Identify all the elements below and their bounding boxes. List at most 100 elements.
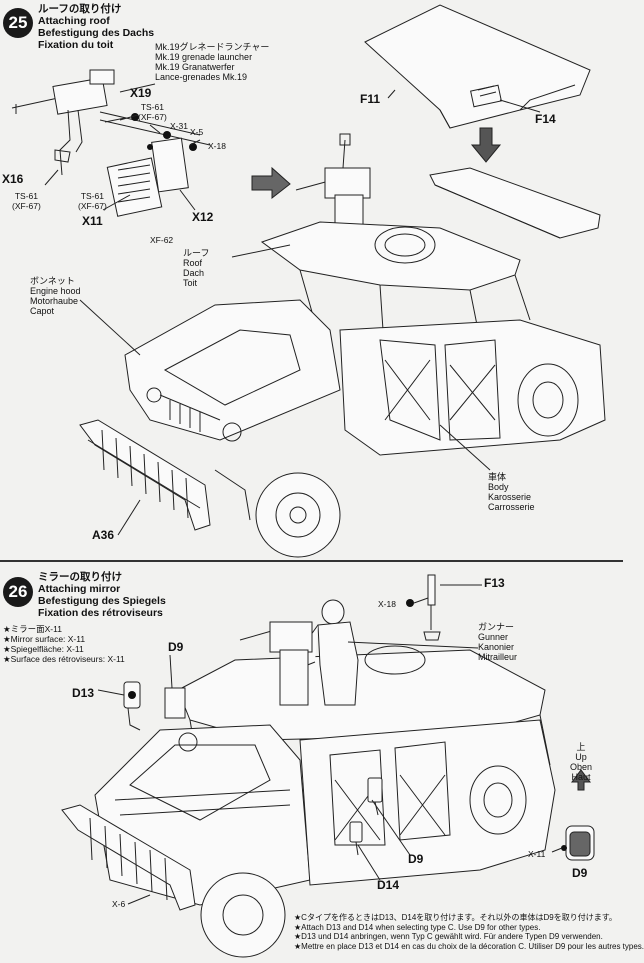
hood-label: ボンネット Engine hood Motorhaube Capot — [30, 276, 81, 316]
launcher-label: Mk.19グレネードランチャー Mk.19 grenade launcher M… — [155, 42, 269, 82]
gunner-label-en: Gunner — [478, 632, 509, 642]
arrow-right-icon — [252, 168, 290, 198]
brush-guard-a36 — [80, 420, 210, 530]
up-label-ja: 上 — [576, 742, 586, 752]
part-x18: X-18 — [208, 141, 226, 151]
paint-code: TS-61 — [14, 191, 38, 201]
mirror-note-fr: ★Surface des rétroviseurs: X-11 — [3, 654, 125, 664]
part-x6: X-6 — [112, 899, 126, 909]
roof-label: ルーフ Roof Dach Toit — [183, 248, 209, 288]
footnote-fr: ★Mettre en place D13 et D14 en cas du ch… — [294, 941, 644, 951]
roof-panel — [430, 168, 600, 238]
mirror-note-ja: ★ミラー面X-11 — [3, 624, 62, 634]
grenade-launcher-parts — [12, 70, 210, 216]
part-f11: F11 — [360, 92, 381, 106]
humvee-step25 — [125, 222, 605, 557]
part-d9-right: D9 — [408, 852, 424, 866]
leader-lines-26 — [98, 642, 478, 904]
gunner-label-de: Kanonier — [478, 642, 515, 652]
part-d13: D13 — [72, 686, 95, 700]
up-label-de: Oben — [570, 762, 593, 772]
assembly-illustration — [0, 0, 623, 963]
step-number: 26 — [8, 582, 28, 601]
paint-code-alt: (XF-67) — [138, 111, 167, 122]
step-number: 25 — [8, 13, 28, 32]
brush-guard — [62, 805, 195, 910]
step-title: ルーフの取り付け Attaching roof Befestigung des … — [38, 3, 154, 51]
paint-code-alt: (XF-67) — [12, 200, 41, 211]
part-x11: X-11 — [528, 849, 546, 859]
humvee-step26 — [95, 646, 555, 957]
part-x12: X12 — [192, 210, 214, 224]
mirror-detail-d9 — [552, 770, 594, 860]
part-f14: F14 — [535, 112, 556, 126]
step-title-fr: Fixation du toit — [38, 39, 114, 51]
body-label: 車体 Body Karosserie Carrosserie — [488, 472, 535, 512]
mirror-surface-notes: ★ミラー面X-11 ★Mirror surface: X-11 ★Spiegel… — [3, 624, 125, 664]
step-title-fr: Fixation des rétroviseurs — [38, 607, 163, 619]
step-title-de: Befestigung des Dachs — [38, 27, 155, 39]
up-label-fr: Haut — [571, 772, 591, 782]
part-d14: D14 — [377, 878, 400, 892]
hood-label-de: Motorhaube — [30, 296, 79, 306]
gunner-label: ガンナー Gunner Kanonier Mitrailleur — [478, 622, 517, 662]
launcher-label-fr: Lance-grenades Mk.19 — [155, 72, 248, 82]
step-number-badge: 25 — [3, 8, 33, 38]
footnote-de: ★D13 und D14 anbringen, wenn Typ C gewäh… — [294, 932, 603, 941]
paint-ts61-mid: TS-61 (XF-67) — [78, 191, 107, 211]
part-x5: X-5 — [190, 127, 204, 137]
footnote-en: ★Attach D13 and D14 when selecting type … — [294, 922, 541, 932]
mirror-note-en: ★Mirror surface: X-11 — [3, 634, 86, 644]
part-a36: A36 — [92, 528, 115, 542]
roof-panel-f11 — [365, 5, 590, 128]
paint-code-alt: (XF-67) — [78, 200, 107, 211]
mirror-parts — [124, 682, 382, 855]
part-x31: X-31 — [170, 121, 188, 131]
part-x11: X11 — [82, 214, 103, 228]
footnote-ja: ★Cタイプを作るときはD13、D14を取り付けます。それ以外の車体はD9を取り付… — [294, 913, 617, 922]
step-title-en: Attaching mirror — [38, 583, 121, 595]
part-d9-detail: D9 — [572, 866, 588, 880]
gunner-figure — [240, 600, 358, 705]
launcher-label-ja: Mk.19グレネードランチャー — [155, 42, 270, 52]
hood-label-en: Engine hood — [30, 286, 81, 296]
roof-label-fr: Toit — [183, 278, 198, 288]
type-c-footnotes: ★Cタイプを作るときはD13、D14を取り付けます。それ以外の車体はD9を取り付… — [294, 913, 644, 951]
hood-label-fr: Capot — [30, 306, 55, 316]
step-title-ja: ミラーの取り付け — [38, 571, 122, 583]
launcher-label-en: Mk.19 grenade launcher — [155, 52, 253, 62]
paint-xf62: XF-62 — [150, 235, 174, 245]
antenna-f13 — [406, 575, 482, 640]
body-label-en: Body — [488, 482, 509, 492]
roof-label-ja: ルーフ — [183, 248, 210, 258]
roof-label-en: Roof — [183, 258, 203, 268]
step-divider — [0, 560, 623, 562]
body-label-de: Karosserie — [488, 492, 532, 502]
step-title-en: Attaching roof — [38, 15, 110, 27]
leader-lines-25 — [45, 84, 540, 535]
step-title: ミラーの取り付け Attaching mirror Befestigung de… — [38, 571, 166, 619]
roof-label-de: Dach — [183, 268, 205, 278]
part-x18: X-18 — [378, 599, 396, 609]
step-number-badge: 26 — [3, 577, 33, 607]
launcher-label-de: Mk.19 Granatwerfer — [155, 62, 235, 72]
gunner-label-fr: Mitrailleur — [478, 652, 518, 662]
paint-code: TS-61 — [80, 191, 104, 201]
part-f13: F13 — [484, 576, 505, 590]
paint-ts61-top: TS-61 (XF-67) — [138, 102, 167, 122]
step-title-ja: ルーフの取り付け — [38, 3, 122, 15]
part-x16: X16 — [2, 172, 24, 186]
step-title-de: Befestigung des Spiegels — [38, 595, 166, 607]
up-direction-label: 上 Up Oben Haut — [570, 742, 592, 782]
paint-code: TS-61 — [140, 102, 164, 112]
part-d9-top: D9 — [168, 640, 184, 654]
body-label-ja: 車体 — [488, 472, 507, 482]
arrow-down-icon — [472, 128, 500, 162]
body-label-fr: Carrosserie — [488, 502, 535, 512]
mirror-note-de: ★Spiegelfläche: X-11 — [3, 644, 84, 654]
part-x19: X19 — [130, 86, 152, 100]
gunner-label-ja: ガンナー — [478, 622, 515, 632]
up-label-en: Up — [575, 752, 587, 762]
hood-label-ja: ボンネット — [30, 276, 75, 286]
